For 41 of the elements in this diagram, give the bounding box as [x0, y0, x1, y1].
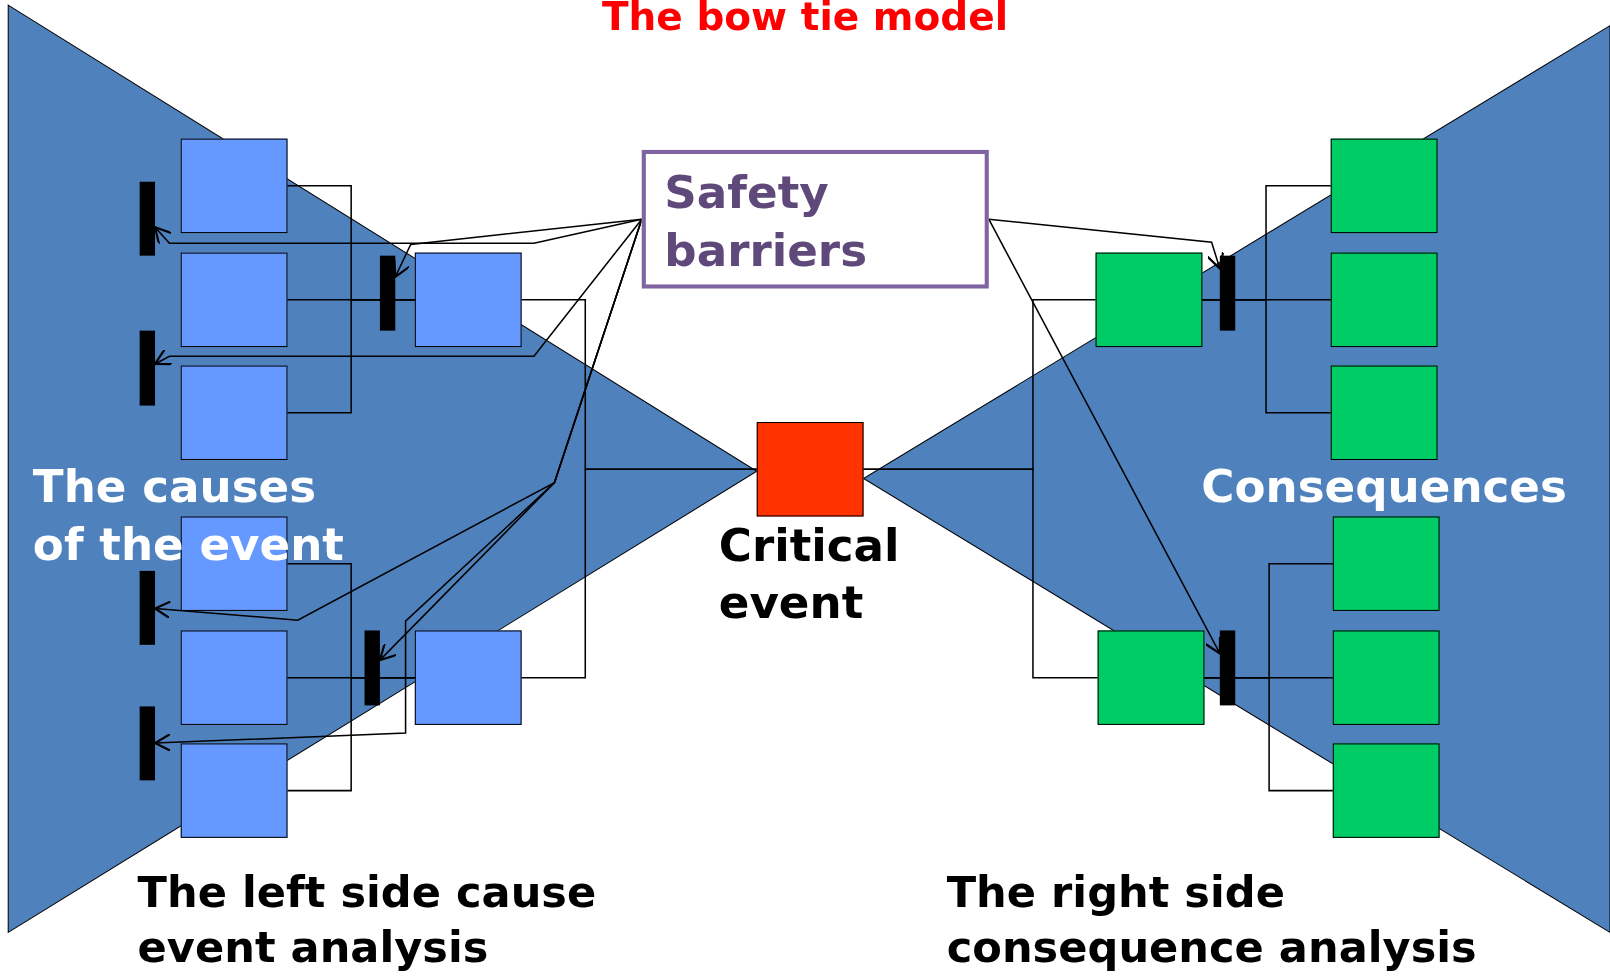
connector-line — [1203, 676, 1334, 792]
connector-line — [1201, 299, 1332, 414]
barrier-bar — [139, 330, 156, 406]
title: The bow tie model — [600, 0, 1010, 39]
arrow — [988, 218, 1222, 655]
event-box — [756, 422, 864, 517]
consequence-box — [1330, 138, 1438, 234]
barrier-bar — [364, 630, 380, 706]
wing-label: Consequences — [1201, 459, 1568, 515]
cause-box — [180, 365, 288, 460]
cause-box — [414, 252, 522, 348]
barrier-bar — [139, 570, 156, 645]
cause-box — [180, 138, 288, 234]
caption-text: The right side consequence analysis — [946, 865, 1478, 975]
cause-box — [180, 252, 288, 348]
consequence-box — [1332, 516, 1440, 611]
barrier-bar — [139, 706, 156, 781]
cause-box — [414, 630, 522, 725]
cause-box — [180, 743, 288, 838]
connector-line — [520, 468, 758, 679]
consequence-box — [1332, 743, 1440, 838]
label-box: Safety barriers — [641, 149, 989, 289]
event-label: Critical event — [718, 517, 901, 631]
barrier-bar — [379, 255, 396, 331]
consequence-box — [1095, 252, 1203, 348]
caption-text: The left side cause event analysis — [137, 865, 598, 975]
arrow — [153, 218, 643, 246]
barrier-bar — [1219, 255, 1236, 331]
barrier-bar — [1219, 630, 1236, 706]
connector-line — [862, 468, 1099, 679]
connector-line — [286, 676, 416, 792]
consequence-box — [1330, 365, 1438, 460]
consequence-box — [1330, 252, 1438, 348]
arrow — [988, 218, 1225, 270]
arrow — [393, 218, 643, 278]
consequence-box — [1332, 630, 1440, 725]
connector-line — [286, 299, 416, 414]
consequence-box — [1097, 630, 1205, 725]
arrow — [153, 218, 643, 366]
barrier-bar — [139, 181, 156, 256]
cause-box — [180, 630, 288, 725]
